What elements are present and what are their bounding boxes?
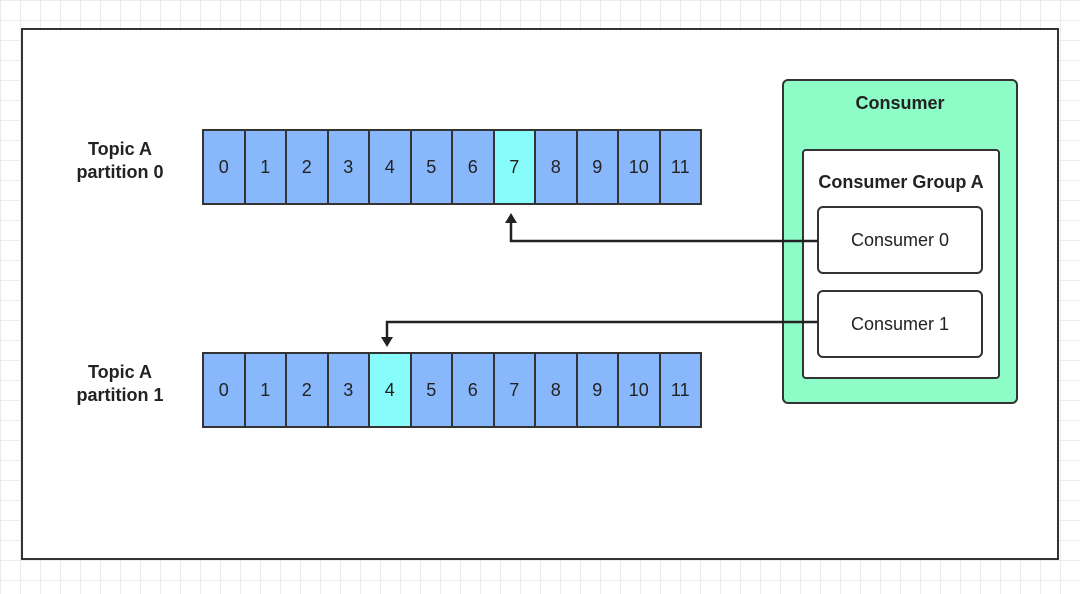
partition-1-label-line2: partition 1 bbox=[76, 385, 164, 405]
partition-0-offset-7: 7 bbox=[494, 131, 536, 203]
partition-1-offset-2: 2 bbox=[287, 354, 329, 426]
partition-0-offset-3: 3 bbox=[328, 131, 370, 203]
partition-0-offset-5: 5 bbox=[411, 131, 453, 203]
consumer-0-box: Consumer 0 bbox=[817, 206, 983, 274]
consumer-title: Consumer bbox=[855, 93, 945, 113]
partition-0-offset-9: 9 bbox=[577, 131, 619, 203]
partition-1-offset-6: 6 bbox=[453, 354, 495, 426]
partition-1-offset-3: 3 bbox=[328, 354, 370, 426]
partition-0-offset-11: 11 bbox=[660, 131, 700, 203]
partition-1-offset-9: 9 bbox=[577, 354, 619, 426]
partition-0-offset-1: 1 bbox=[245, 131, 287, 203]
partition-0-offset-4: 4 bbox=[370, 131, 412, 203]
partition-0-offset-2: 2 bbox=[287, 131, 329, 203]
partition-0-label-line1: Topic A bbox=[88, 139, 152, 159]
partition-1-offset-7: 7 bbox=[494, 354, 536, 426]
partition-1-label: Topic A partition 1 bbox=[45, 361, 195, 407]
consumer-1-box: Consumer 1 bbox=[817, 290, 983, 358]
partition-0-offset-6: 6 bbox=[453, 131, 495, 203]
partition-0-label: Topic A partition 0 bbox=[45, 138, 195, 184]
consumer-group-title: Consumer Group A bbox=[818, 172, 984, 192]
partition-1-offset-8: 8 bbox=[536, 354, 578, 426]
partition-1-offset-5: 5 bbox=[411, 354, 453, 426]
partition-0-offset-0: 0 bbox=[204, 131, 246, 203]
partition-0-label-line2: partition 0 bbox=[76, 162, 164, 182]
partition-1-offset-0: 0 bbox=[204, 354, 246, 426]
partition-1-label-line1: Topic A bbox=[88, 362, 152, 382]
partition-1-offset-4: 4 bbox=[370, 354, 412, 426]
partition-1-offset-11: 11 bbox=[660, 354, 700, 426]
partition-0-offset-10: 10 bbox=[619, 131, 661, 203]
partition-1-offset-1: 1 bbox=[245, 354, 287, 426]
partition-1-offset-10: 10 bbox=[619, 354, 661, 426]
partition-0-offset-8: 8 bbox=[536, 131, 578, 203]
